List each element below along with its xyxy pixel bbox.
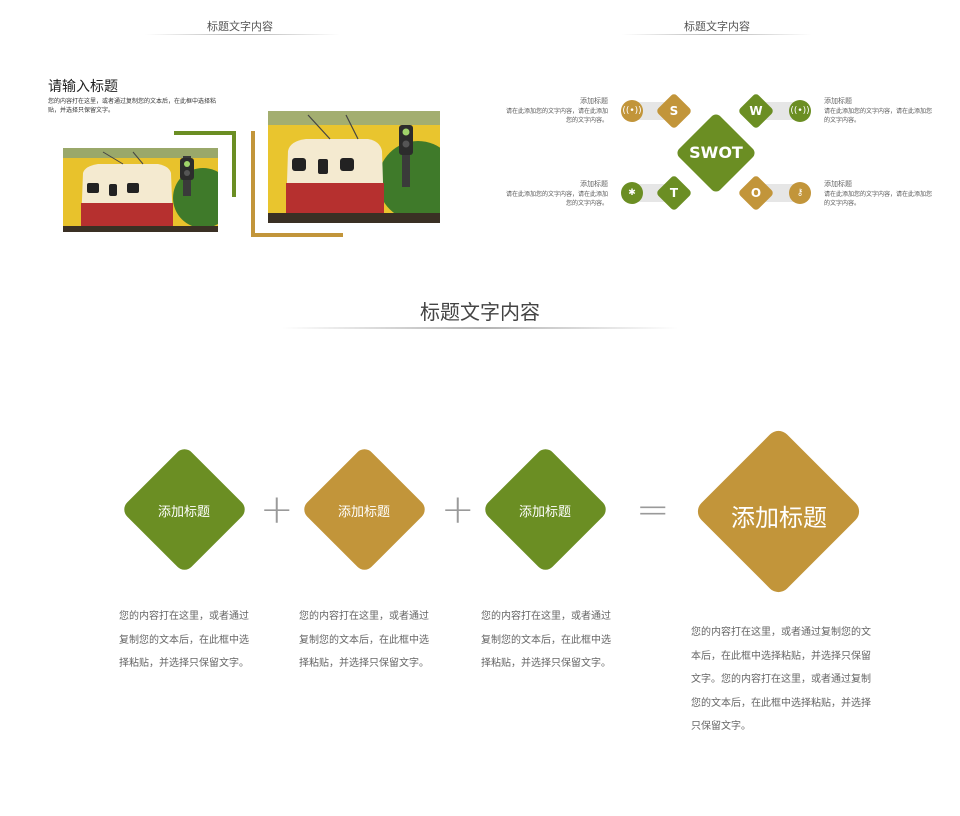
content-body: 您的内容打在这里，或者通过复制您的文本后，在此框中选择粘贴，并选择只保留文字。 [48,98,217,114]
tram-photo-small [63,148,218,232]
equation-diamond-3-label: 添加标题 [518,505,571,520]
swot-w-letter: W [749,104,763,118]
equation-desc-2: 您的内容打在这里，或者通过复制您的文本后，在此框中选择粘贴，并选择只保留文字。 [299,611,429,669]
section-title-swot: 标题文字内容 [684,20,750,33]
equation-desc-result: 您的内容打在这里，或者通过复制您的文本后，在此框中选择粘贴，并选择只保留文字。您… [691,627,871,732]
section-title-top-left: 标题文字内容 [207,20,273,33]
swot-br-text: 请在此添加您的文字内容，请在此添加您的文字内容。 [824,191,933,207]
content-heading: 请输入标题 [48,79,118,95]
equation-result-label: 添加标题 [731,504,827,532]
swot-s-letter: S [669,104,679,118]
title-underline [622,34,812,35]
equation-diamond-2-label: 添加标题 [337,505,390,520]
swot-br-title: 添加标题 [824,180,852,188]
plus-sign: + [441,487,475,533]
swot-bl-title: 添加标题 [580,180,608,188]
green-bracket [174,131,236,197]
section-title-equation: 标题文字内容 [420,300,540,324]
equals-sign: = [636,487,670,533]
wireless-icon: ((•)) [789,100,811,122]
title-underline [145,34,340,35]
swot-tl-text: 请在此添加您的文字内容，请在此添加您的文字内容。 [505,108,608,124]
plus-sign: + [260,487,294,533]
swot-tl-title: 添加标题 [580,97,608,105]
swot-t-letter: T [669,186,679,200]
swot-tr-text: 请在此添加您的文字内容，请在此添加您的文字内容。 [824,108,933,124]
swot-center-label: SWOT [689,143,743,162]
equation-diamond-1-label: 添加标题 [157,505,210,520]
swot-bl-text: 请在此添加您的文字内容，请在此添加您的文字内容。 [505,191,608,207]
swot-tr-title: 添加标题 [824,97,852,105]
equation-desc-3: 您的内容打在这里，或者通过复制您的文本后，在此框中选择粘贴，并选择只保留文字。 [481,611,611,669]
tram-photo-large [268,111,440,223]
equation-desc-1: 您的内容打在这里，或者通过复制您的文本后，在此框中选择粘贴，并选择只保留文字。 [119,611,249,669]
swot-o-letter: O [750,186,762,200]
key-icon: ⚷ [789,182,811,204]
gold-bracket [251,131,343,237]
bug-icon: ✱ [621,182,643,204]
wireless-icon: ((•)) [621,100,643,122]
title-underline [282,327,678,329]
